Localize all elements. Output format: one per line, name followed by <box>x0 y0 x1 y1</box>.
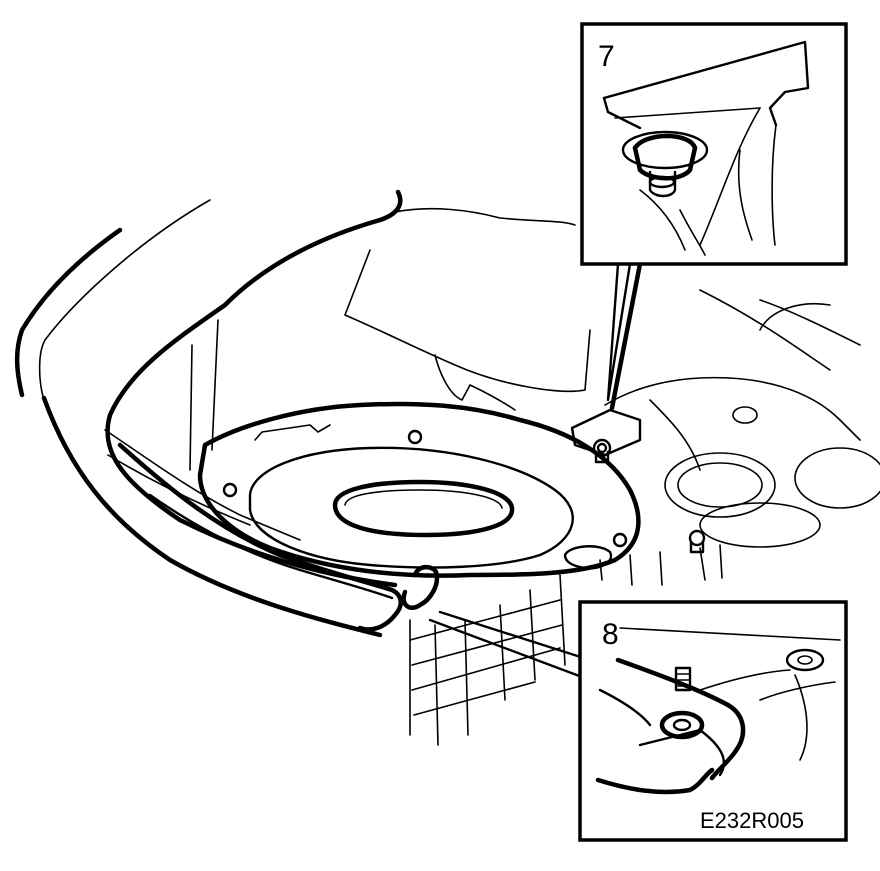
engine-cover-edge <box>434 354 516 411</box>
right-upper-curve-2 <box>699 289 831 371</box>
bottom-bolt-boss <box>401 564 440 610</box>
plate-rim-detail <box>254 424 331 441</box>
flywheel-inner-ring <box>248 446 574 569</box>
lower-grid <box>409 544 723 746</box>
detail-box-8: 8 E232R005 <box>578 600 848 842</box>
cylinder-bore-1-inner <box>677 462 763 508</box>
right-upper-curve <box>759 299 861 346</box>
right-upper-curve-3 <box>759 302 831 331</box>
leader-line-8b <box>438 610 592 662</box>
detail-box-8-frame <box>578 600 848 842</box>
leader-line-8a <box>428 618 592 682</box>
left-rail <box>104 429 301 541</box>
detail-box-7: 7 <box>580 22 848 266</box>
right-housing-outline <box>604 376 861 441</box>
leader-line-7-pointer <box>606 262 632 402</box>
lower-boss <box>563 545 613 570</box>
leader-line-7 <box>609 261 643 411</box>
figure-code: E232R005 <box>700 808 804 833</box>
bolt-7-location <box>570 408 642 464</box>
flywheel-housing-plate <box>197 401 641 578</box>
front-rail-inner <box>148 493 394 600</box>
callout-7-label: 7 <box>598 40 615 73</box>
plate-hole-1 <box>222 482 238 498</box>
flywheel-center-hole <box>332 479 515 538</box>
left-panel-line <box>211 319 219 451</box>
bolt-right-lower <box>688 529 706 554</box>
plate-hole-3 <box>612 532 628 548</box>
front-rail <box>117 442 403 632</box>
callout-8-label: 8 <box>602 618 619 651</box>
small-port <box>732 406 758 424</box>
right-housing-rib <box>649 399 701 471</box>
outer-body-curve-inner <box>38 199 211 401</box>
screw-8-detail <box>659 648 825 740</box>
plate-hole-2 <box>407 429 423 445</box>
bolt-7-detail <box>621 130 709 198</box>
engine-upper-contour <box>394 207 576 226</box>
engine-cover <box>344 249 591 393</box>
flywheel-center-hole-inner <box>344 489 503 509</box>
left-panel-line-2 <box>189 344 193 471</box>
cylinder-bore-1 <box>664 452 776 518</box>
cylinder-bore-2 <box>794 447 880 509</box>
cylinder-bore-3 <box>699 502 821 548</box>
main-drawing <box>14 189 880 746</box>
body-skirt-edge <box>41 395 383 638</box>
outer-body-curve <box>14 227 123 398</box>
